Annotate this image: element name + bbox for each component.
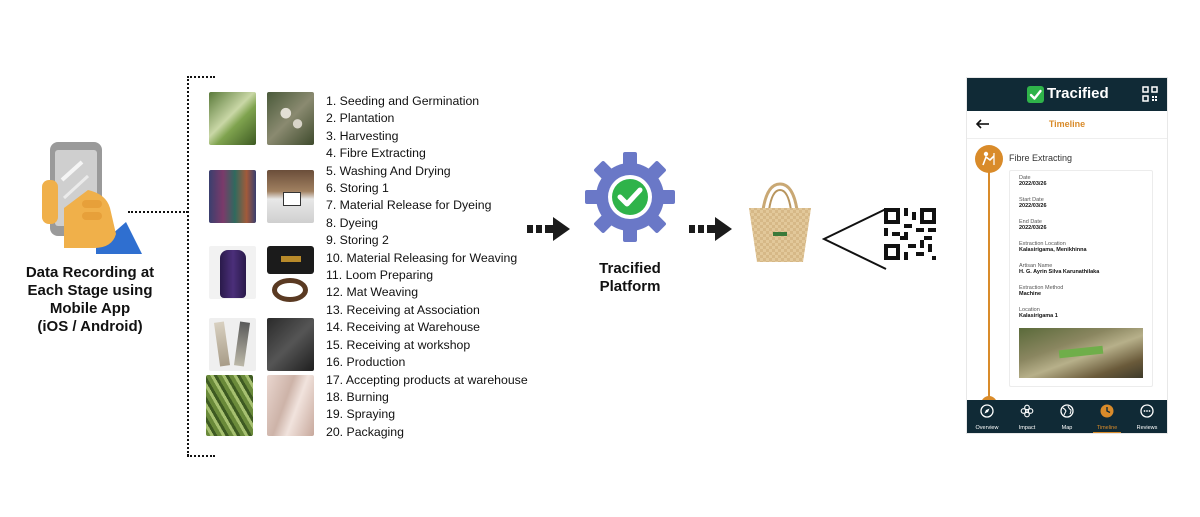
field-label: Artisan Name [1019, 263, 1053, 269]
stage-photo-fabric [267, 375, 314, 436]
dashed-arrow-icon [689, 217, 732, 241]
stage-name: Fibre Extracting [1009, 153, 1073, 163]
field-value: H. G. Ayrin Silva Karunathilaka [1019, 269, 1100, 275]
stage-photo-coil [272, 278, 308, 302]
bracket-bottom [187, 455, 215, 457]
list-item: 20. Packaging [326, 424, 404, 439]
nav-impact[interactable]: Impact [1007, 400, 1047, 433]
field-date: Date 2022/03/26 [1019, 175, 1047, 187]
nav-timeline[interactable]: Timeline [1087, 400, 1127, 433]
field-artisan-name: Artisan Name H. G. Ayrin Silva Karunathi… [1019, 263, 1099, 275]
stage-details-card: Date 2022/03/26 Start Date 2022/03/26 En… [1009, 170, 1153, 387]
compass-icon [980, 404, 994, 418]
nav-label: Reviews [1136, 425, 1158, 431]
app-header: Tracified [967, 78, 1167, 111]
dashed-arrow-icon [527, 217, 570, 241]
brand-name: Tracified [1047, 85, 1109, 102]
timeline-line [988, 160, 990, 400]
stage-photo-artisan [267, 170, 314, 223]
nav-label: Overview [975, 425, 999, 431]
brand-check-icon [1027, 86, 1044, 103]
field-label: Extraction Location [1019, 241, 1066, 247]
stage-photo-fibre [209, 318, 256, 371]
stage-photo-yarn-spool [209, 246, 256, 299]
flower-icon [1020, 404, 1034, 418]
platform-label: Tracified Platform [599, 260, 661, 295]
list-item: 18. Burning [326, 389, 389, 404]
list-item: 4. Fibre Extracting [326, 146, 426, 161]
list-item: 1. Seeding and Germination [326, 94, 480, 108]
phone-connector [128, 211, 188, 213]
stage-photo-plantation [267, 92, 314, 145]
nav-label: Map [1061, 425, 1073, 431]
field-label: Location [1019, 307, 1040, 313]
back-arrow-icon[interactable] [976, 119, 990, 129]
nav-reviews[interactable]: Reviews [1127, 400, 1167, 433]
field-label: Date [1019, 175, 1031, 181]
list-item: 9. Storing 2 [326, 233, 389, 248]
bracket-top [187, 76, 215, 78]
field-value: 2022/03/26 [1019, 225, 1047, 231]
header-divider [967, 138, 1167, 139]
field-label: Start Date [1019, 197, 1044, 203]
list-item: 19. Spraying [326, 407, 396, 422]
field-end-date: End Date 2022/03/26 [1019, 219, 1047, 231]
field-extraction-method: Extraction Method Machine [1019, 285, 1063, 297]
platform-gear-icon [585, 152, 675, 242]
list-item: 15. Receiving at workshop [326, 337, 471, 352]
stage-list: 1. Seeding and Germination 2. Plantation… [326, 93, 528, 441]
list-item: 11. Loom Preparing [326, 268, 434, 283]
active-tab-indicator [1093, 431, 1121, 433]
app-screen: Tracified Timeline Fibre Extracting Date… [966, 77, 1168, 434]
field-location: Location Kalasirigama 1 [1019, 307, 1058, 319]
timeline-title: Timeline [1048, 119, 1086, 129]
field-value: Kalasirigama, Menikhinna [1019, 247, 1087, 253]
field-start-date: Start Date 2022/03/26 [1019, 197, 1047, 209]
chat-icon [1140, 404, 1154, 418]
globe-icon [1060, 404, 1074, 418]
nav-overview[interactable]: Overview [967, 400, 1007, 433]
list-item: 17. Accepting products at warehouse [326, 372, 528, 387]
list-item: 13. Receiving at Association [326, 302, 480, 317]
nav-map[interactable]: Map [1047, 400, 1087, 433]
stage-photo-dyeing [209, 170, 256, 223]
nav-label: Timeline [1096, 425, 1118, 431]
field-value: Kalasirigama 1 [1019, 313, 1058, 319]
field-label: Extraction Method [1019, 285, 1064, 291]
clock-icon [1100, 404, 1114, 418]
list-item: 3. Harvesting [326, 128, 399, 143]
stage-photo-bag [267, 318, 314, 371]
list-item: 7. Material Release for Dyeing [326, 198, 492, 213]
field-label: End Date [1019, 219, 1042, 225]
data-recording-caption: Data Recording at Each Stage using Mobil… [25, 264, 155, 335]
list-item: 12. Mat Weaving [326, 285, 419, 300]
qr-scan-icon[interactable] [1142, 86, 1158, 102]
phone-in-hand-icon [42, 142, 142, 254]
product-basket-icon [749, 182, 811, 262]
field-value: 2022/03/26 [1019, 203, 1047, 209]
stage-photo-seeding [209, 92, 256, 145]
stage-photo [1019, 328, 1143, 378]
nav-label: Impact [1018, 425, 1036, 431]
stage-photo-pineapple [206, 375, 253, 436]
stage-bracket [187, 76, 189, 456]
field-extraction-location: Extraction Location Kalasirigama, Menikh… [1019, 241, 1087, 253]
list-item: 10. Material Releasing for Weaving [326, 250, 518, 265]
list-item: 5. Washing And Drying [326, 163, 451, 178]
field-value: Machine [1019, 291, 1042, 297]
field-value: 2022/03/26 [1019, 181, 1047, 187]
bottom-nav: Overview Impact Map Tim [967, 400, 1167, 433]
qr-code-icon [884, 208, 936, 260]
list-item: 6. Storing 1 [326, 181, 389, 196]
list-item: 2. Plantation [326, 111, 395, 126]
list-item: 16. Production [326, 355, 406, 370]
list-item: 8. Dyeing [326, 215, 378, 230]
stage-photo-mat [267, 246, 314, 274]
stage-node-icon [975, 145, 1003, 173]
list-item: 14. Receiving at Warehouse [326, 320, 481, 335]
scan-triangle-icon [822, 208, 887, 270]
